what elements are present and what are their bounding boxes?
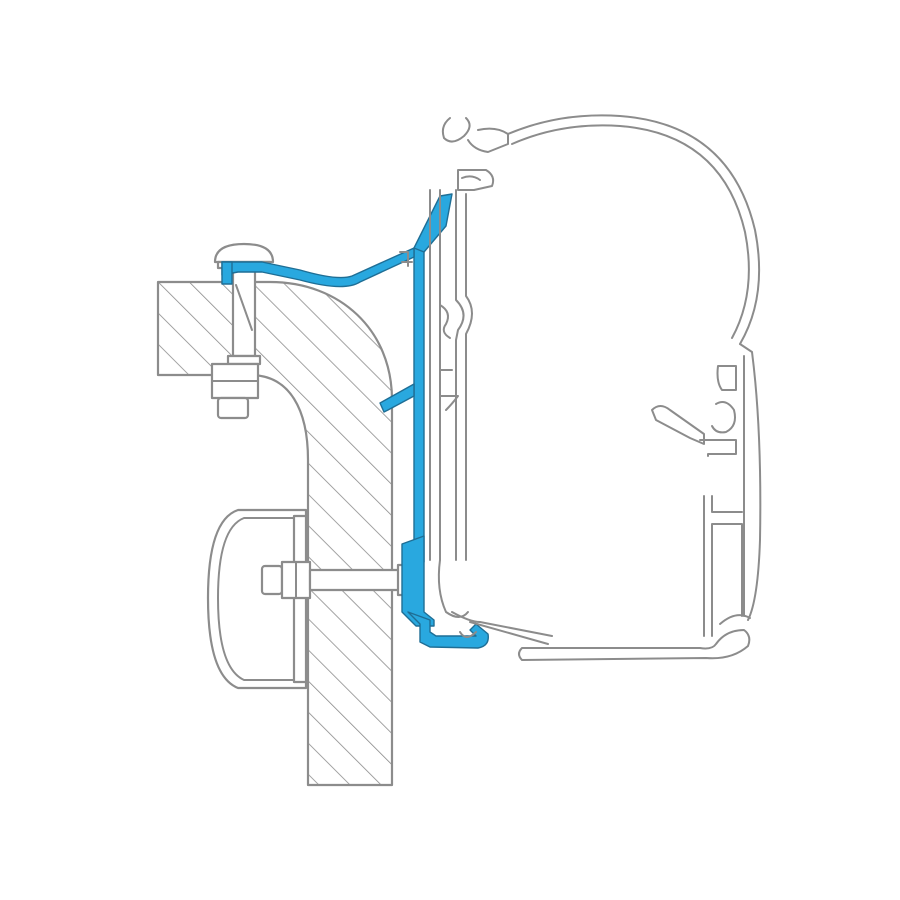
wall-section-hatched [156,280,394,787]
mounting-cap [206,508,308,690]
awning-cassette [399,114,762,661]
adapter-bracket [221,193,489,649]
